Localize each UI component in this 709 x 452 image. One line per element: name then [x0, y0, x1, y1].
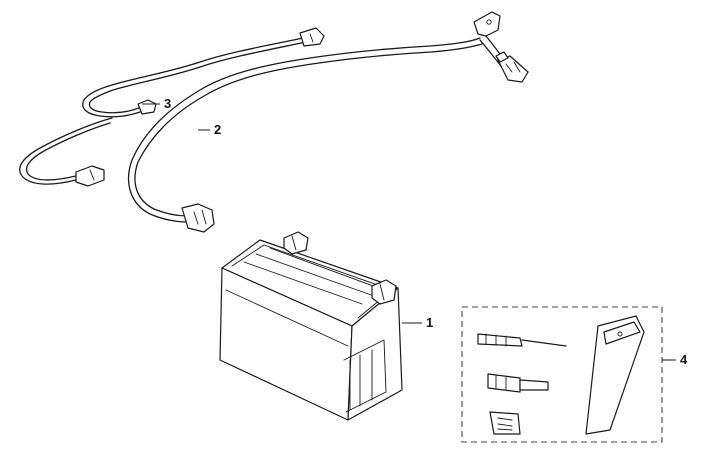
callout-2: 2 — [214, 122, 221, 137]
positive-cable-part-2 — [128, 11, 529, 233]
tool-kit-part-4 — [461, 306, 663, 443]
callout-4: 4 — [680, 352, 688, 367]
callout-3: 3 — [164, 96, 171, 111]
callout-1: 1 — [426, 315, 433, 330]
negative-cable-part-3 — [19, 27, 325, 187]
callout-leaders — [142, 103, 676, 361]
battery-part-1 — [219, 231, 403, 421]
